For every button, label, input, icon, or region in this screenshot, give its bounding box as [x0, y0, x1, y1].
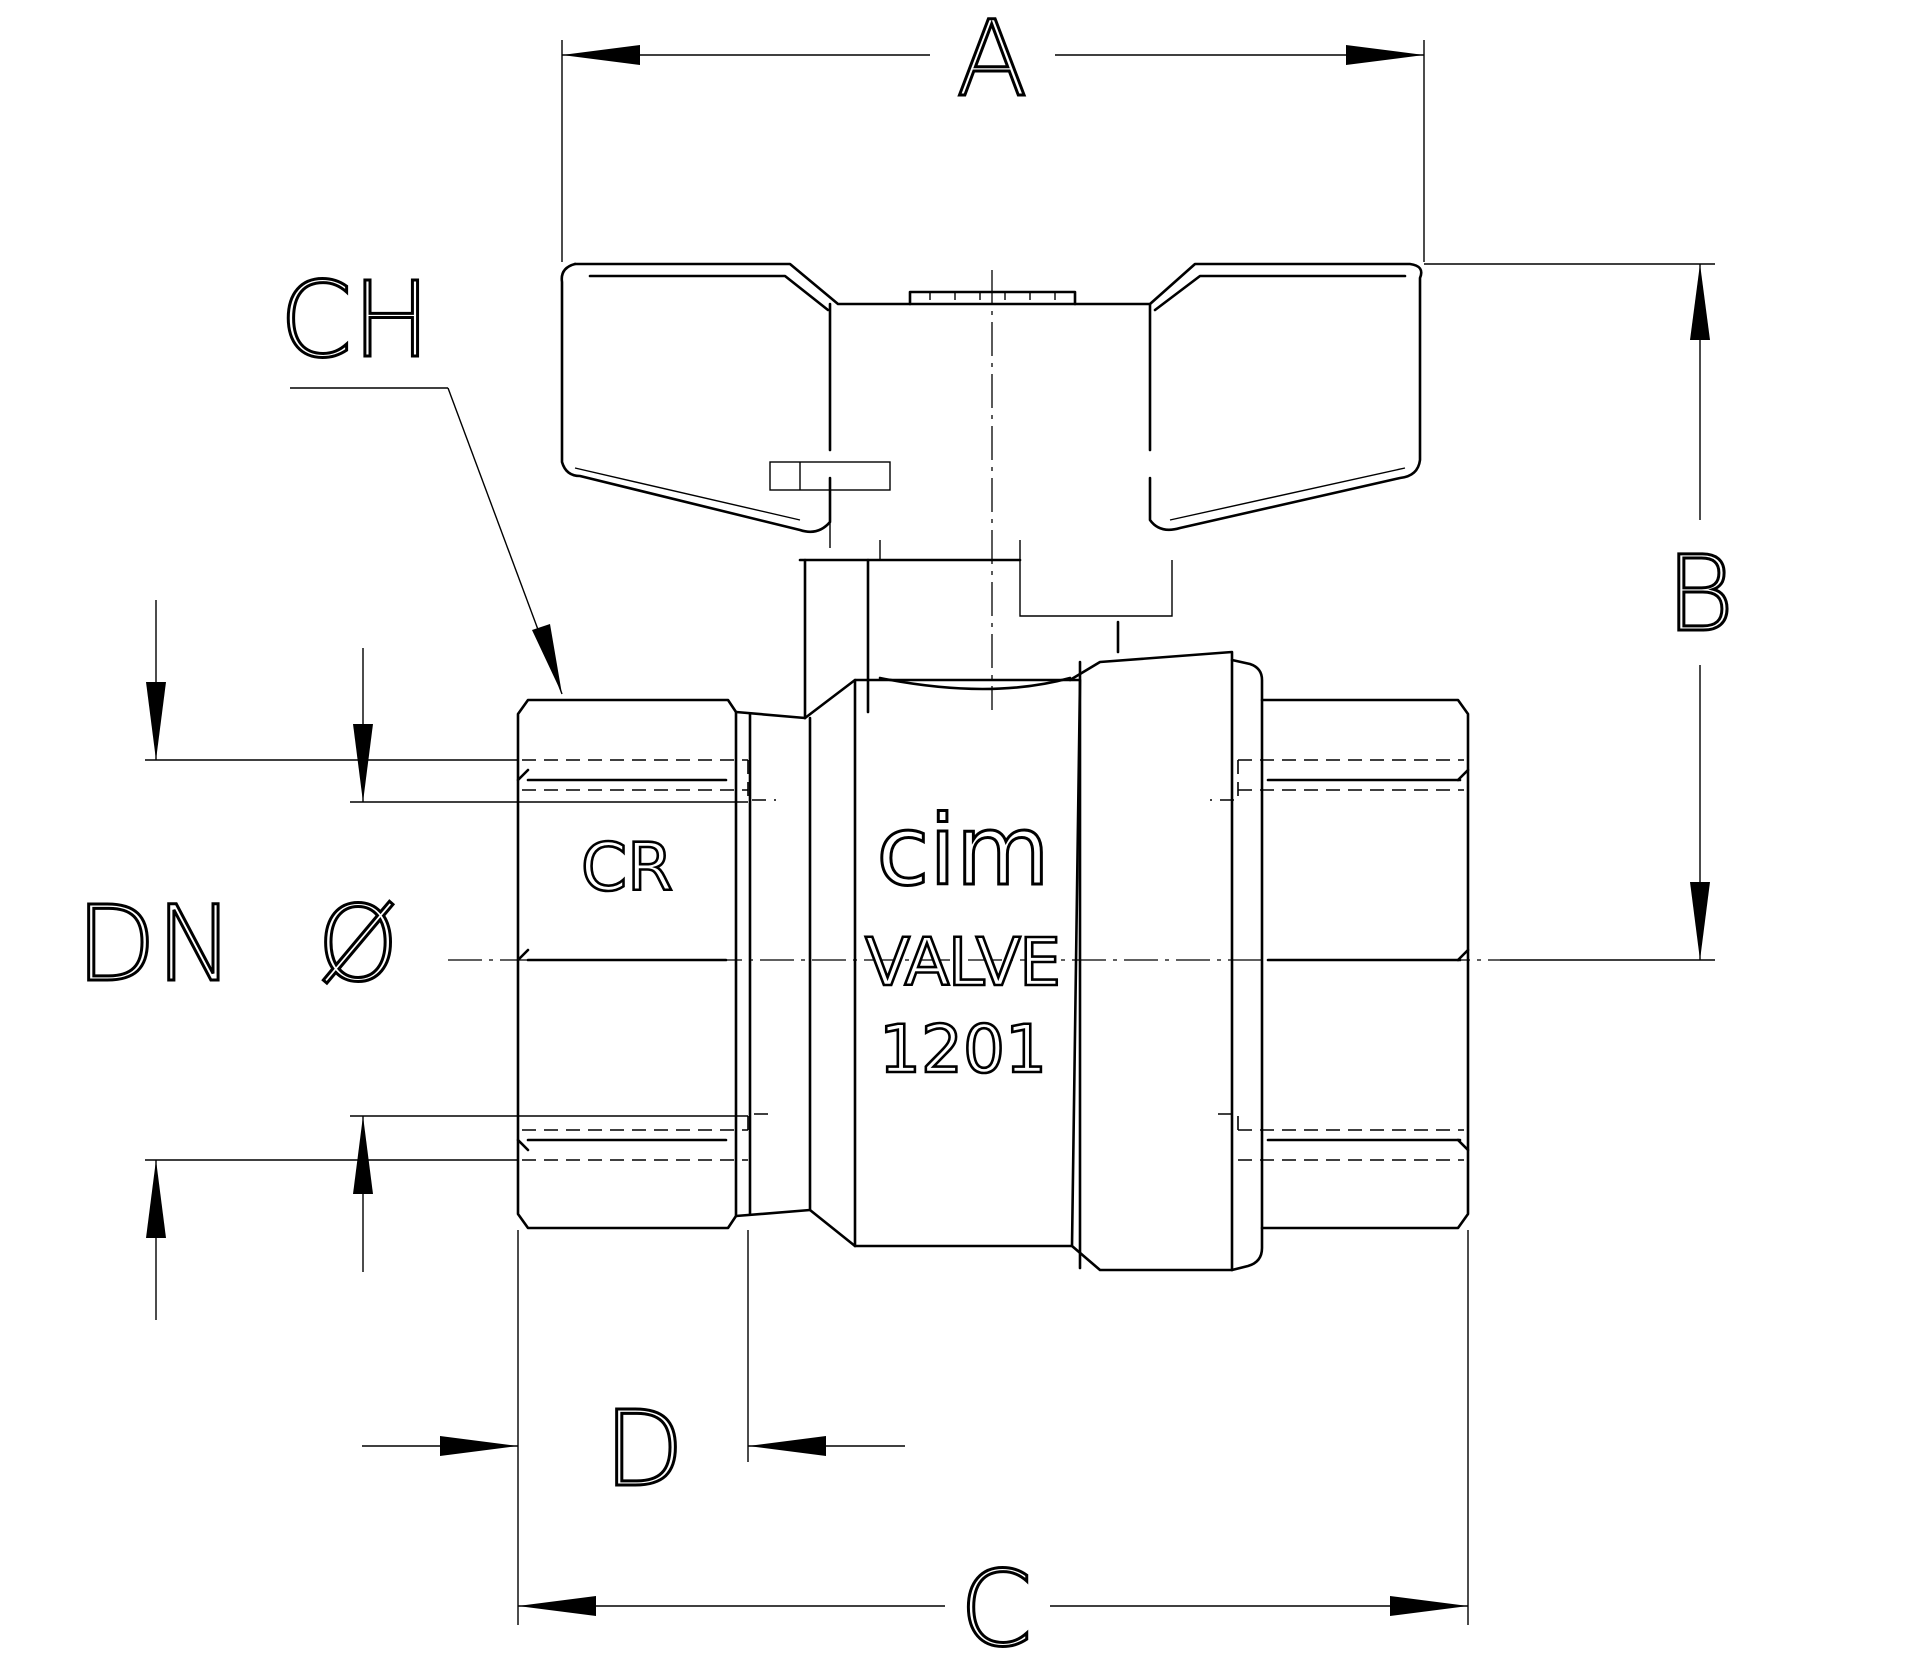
model-number: 1201	[879, 1011, 1047, 1088]
body-markings: cim VALVE 1201 CR	[580, 794, 1063, 1090]
dimension-a-label: A	[956, 0, 1027, 120]
valve-word: VALVE	[865, 924, 1061, 1001]
butterfly-handle	[560, 262, 1423, 720]
dimension-d-label: D	[604, 1388, 684, 1510]
dimension-diameter-label: Ø	[317, 883, 399, 1005]
dimension-ch-label: CH	[280, 259, 431, 381]
logo-text: cim	[877, 795, 1050, 907]
dimension-dn-dia: DN Ø	[75, 600, 748, 1320]
dimension-d: D	[362, 1230, 905, 1512]
hex-mark: CR	[581, 829, 673, 906]
dimension-a: A	[561, 0, 1425, 262]
dimension-c-label: C	[960, 1548, 1033, 1654]
dimension-b-label: B	[1666, 533, 1734, 655]
dimension-b: B	[1424, 263, 1736, 961]
dimension-c: C	[517, 1230, 1469, 1654]
valve-body	[516, 650, 1470, 1272]
dimension-ch: CH	[278, 258, 563, 695]
dimension-dn-label: DN	[76, 883, 234, 1005]
